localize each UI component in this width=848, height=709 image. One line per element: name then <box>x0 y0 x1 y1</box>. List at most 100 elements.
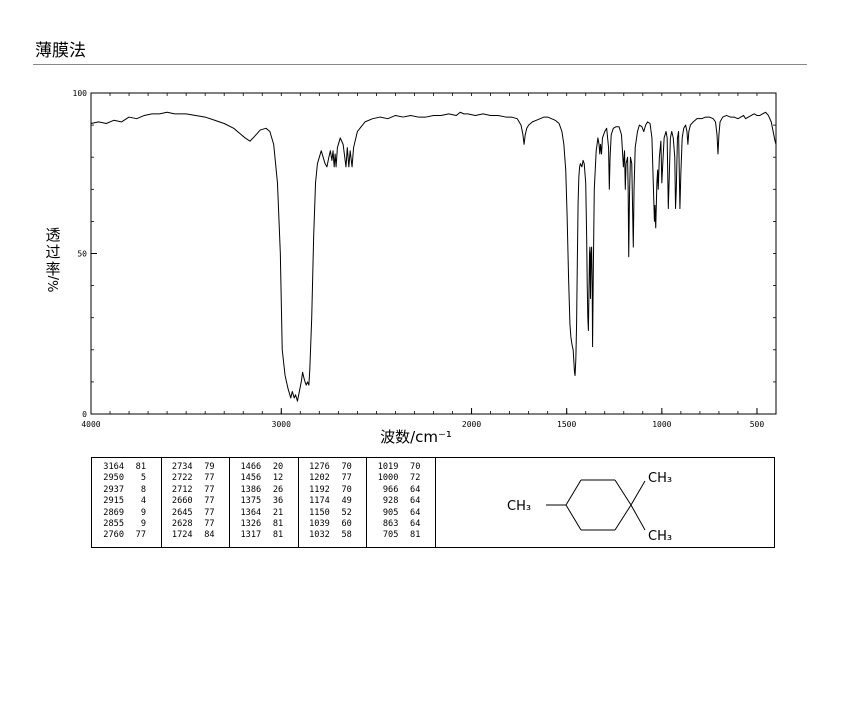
chart-ticks <box>90 92 777 415</box>
peak-wavenumber: 1364 <box>240 507 262 518</box>
chart-series <box>90 111 777 402</box>
peak-wavenumber: 905 <box>382 507 399 518</box>
peak-row: 2869 9 <box>96 508 146 519</box>
peak-wavenumber: 1375 <box>240 496 262 507</box>
peak-wavenumber: 1019 <box>377 462 399 472</box>
peak-wavenumber: 1724 <box>171 530 193 541</box>
peak-wavenumber: 1326 <box>240 518 262 529</box>
molecule-structure-image: CH₃ CH₃ CH₃ <box>507 471 672 544</box>
peak-transmittance: 64 <box>410 484 421 495</box>
peak-wavenumber: 1276 <box>309 462 330 472</box>
peak-transmittance: 64 <box>410 507 421 518</box>
y-axis-label-char: 率 <box>45 260 60 278</box>
peak-wavenumber: 1150 <box>309 507 330 518</box>
peak-wavenumber: 1317 <box>240 530 262 541</box>
peak-row: 1375 36 <box>233 496 283 507</box>
peak-row: 2734 79 <box>165 462 215 473</box>
peak-transmittance: 84 <box>204 530 215 541</box>
x-tick-label: 3000 <box>272 420 291 429</box>
peak-transmittance: 9 <box>140 507 146 518</box>
peak-transmittance: 81 <box>410 530 421 541</box>
peak-transmittance: 64 <box>410 518 421 529</box>
peak-wavenumber: 1000 <box>377 473 399 484</box>
structure-label-left: CH₃ <box>507 499 531 514</box>
peak-wavenumber: 2760 <box>103 530 124 541</box>
x-tick-label: 1000 <box>652 420 671 429</box>
x-tick-label: 500 <box>750 420 765 429</box>
structure-label-bottom-right: CH₃ <box>648 529 672 544</box>
peak-transmittance: 4 <box>140 496 146 507</box>
peak-row: 1326 81 <box>233 519 283 530</box>
peak-transmittance: 60 <box>341 518 352 529</box>
peak-column-divider <box>160 458 162 547</box>
peak-wavenumber: 2660 <box>171 496 193 507</box>
peak-row: 863 64 <box>370 518 421 530</box>
peak-transmittance: 77 <box>204 518 215 529</box>
peak-wavenumber: 1192 <box>309 484 330 495</box>
peak-wavenumber: 2734 <box>171 462 193 472</box>
peak-transmittance: 36 <box>272 496 284 507</box>
peak-wavenumber: 1039 <box>309 518 330 529</box>
peak-transmittance: 77 <box>204 496 215 507</box>
title-divider <box>33 64 807 65</box>
peak-row: 2660 77 <box>165 496 215 507</box>
peak-transmittance: 5 <box>140 473 146 484</box>
peak-transmittance: 77 <box>204 507 215 518</box>
peak-transmittance: 12 <box>272 473 284 484</box>
peak-transmittance: 77 <box>204 484 215 495</box>
y-tick-label: 50 <box>77 250 87 259</box>
peak-row: 905 64 <box>370 507 421 519</box>
peak-transmittance: 81 <box>272 518 284 529</box>
peak-wavenumber: 2722 <box>171 473 193 484</box>
peak-wavenumber: 2950 <box>103 473 124 484</box>
peak-row: 2722 77 <box>165 473 215 484</box>
spectrum-line <box>90 111 777 402</box>
peak-transmittance: 64 <box>410 496 421 507</box>
peak-column-divider <box>297 458 299 547</box>
peak-row: 1000 72 <box>370 473 421 484</box>
peak-transmittance: 77 <box>135 530 146 541</box>
peak-wavenumber: 2855 <box>103 518 124 529</box>
peak-transmittance: 52 <box>341 507 352 518</box>
peak-transmittance: 77 <box>341 473 352 484</box>
peak-column-divider <box>435 458 436 547</box>
peak-wavenumber: 2869 <box>103 507 124 518</box>
peak-wavenumber: 3164 <box>103 462 124 472</box>
peak-transmittance: 26 <box>272 484 284 495</box>
structure-label-top-right: CH₃ <box>648 471 672 486</box>
peak-transmittance: 77 <box>204 473 215 484</box>
peak-wavenumber: 863 <box>382 518 399 529</box>
peak-wavenumber: 2937 <box>103 484 124 495</box>
peak-transmittance: 79 <box>204 462 215 472</box>
peak-transmittance: 70 <box>341 462 352 472</box>
page-title: 薄膜法 <box>35 41 86 61</box>
y-tick-label: 100 <box>73 89 88 98</box>
peak-transmittance: 81 <box>272 530 284 541</box>
peak-row: 1150 52 <box>302 508 352 519</box>
peak-row: 2950 5 <box>96 473 146 484</box>
peak-row: 2760 77 <box>96 530 146 541</box>
peak-transmittance: 72 <box>410 473 421 484</box>
peak-row: 1317 81 <box>233 530 283 541</box>
